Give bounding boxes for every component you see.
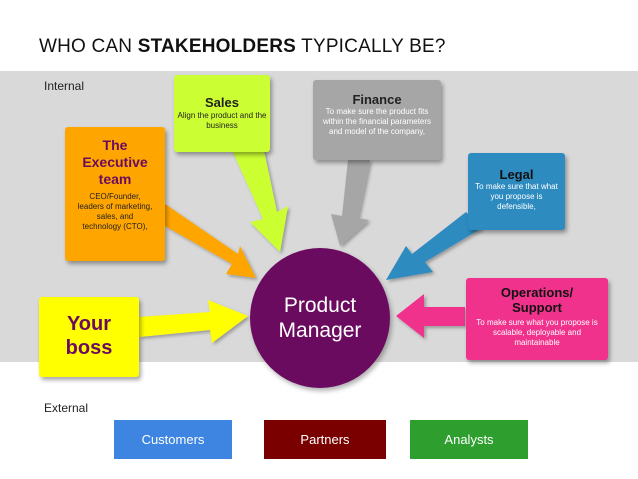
finance-heading: Finance xyxy=(352,92,402,107)
partners-box: Partners xyxy=(264,420,386,459)
sales-heading: Sales xyxy=(205,95,239,110)
executive-arrow xyxy=(165,204,256,278)
slide-title: WHO CAN STAKEHOLDERS TYPICALLY BE? xyxy=(39,36,446,58)
executive-heading: The Executive team xyxy=(82,137,148,187)
finance-box: Finance To make sure the product fits wi… xyxy=(313,80,441,160)
external-label: External xyxy=(44,401,89,415)
legal-description: To make sure that what you propose is de… xyxy=(475,182,558,211)
executive-description: CEO/Founder, leaders of marketing, sales… xyxy=(77,192,153,231)
legal-box: Legal To make sure that what you propose… xyxy=(468,153,565,230)
operations-box: Operations/ Support To make sure what yo… xyxy=(466,278,608,360)
product-manager-circle: Product Manager xyxy=(250,248,390,388)
product-manager-line2: Manager xyxy=(278,319,362,342)
sales-description: Align the product and the business xyxy=(177,111,267,130)
operations-arrow xyxy=(396,294,465,338)
product-manager-line1: Product xyxy=(283,294,357,317)
boss-heading: Your boss xyxy=(65,313,113,359)
finance-arrow xyxy=(331,160,370,246)
operations-description: To make sure what you propose is scalabl… xyxy=(476,318,598,347)
operations-heading: Operations/ Support xyxy=(500,285,574,315)
boss-arrow xyxy=(139,300,248,343)
sales-arrow xyxy=(232,146,288,252)
boss-box: Your boss xyxy=(39,297,139,377)
title-bold: STAKEHOLDERS xyxy=(137,36,296,57)
analysts-label: Analysts xyxy=(444,432,494,447)
finance-description: To make sure the product fits within the… xyxy=(322,107,432,136)
title-prefix: WHO CAN xyxy=(39,36,138,57)
legal-heading: Legal xyxy=(499,167,534,182)
title-suffix: TYPICALLY BE? xyxy=(296,36,446,57)
analysts-box: Analysts xyxy=(410,420,528,459)
executive-box: The Executive team CEO/Founder, leaders … xyxy=(65,127,165,261)
customers-box: Customers xyxy=(114,420,232,459)
customers-label: Customers xyxy=(141,432,205,447)
sales-box: Sales Align the product and the business xyxy=(174,75,270,152)
partners-label: Partners xyxy=(300,432,350,447)
internal-label: Internal xyxy=(44,79,85,93)
legal-arrow xyxy=(386,212,482,280)
